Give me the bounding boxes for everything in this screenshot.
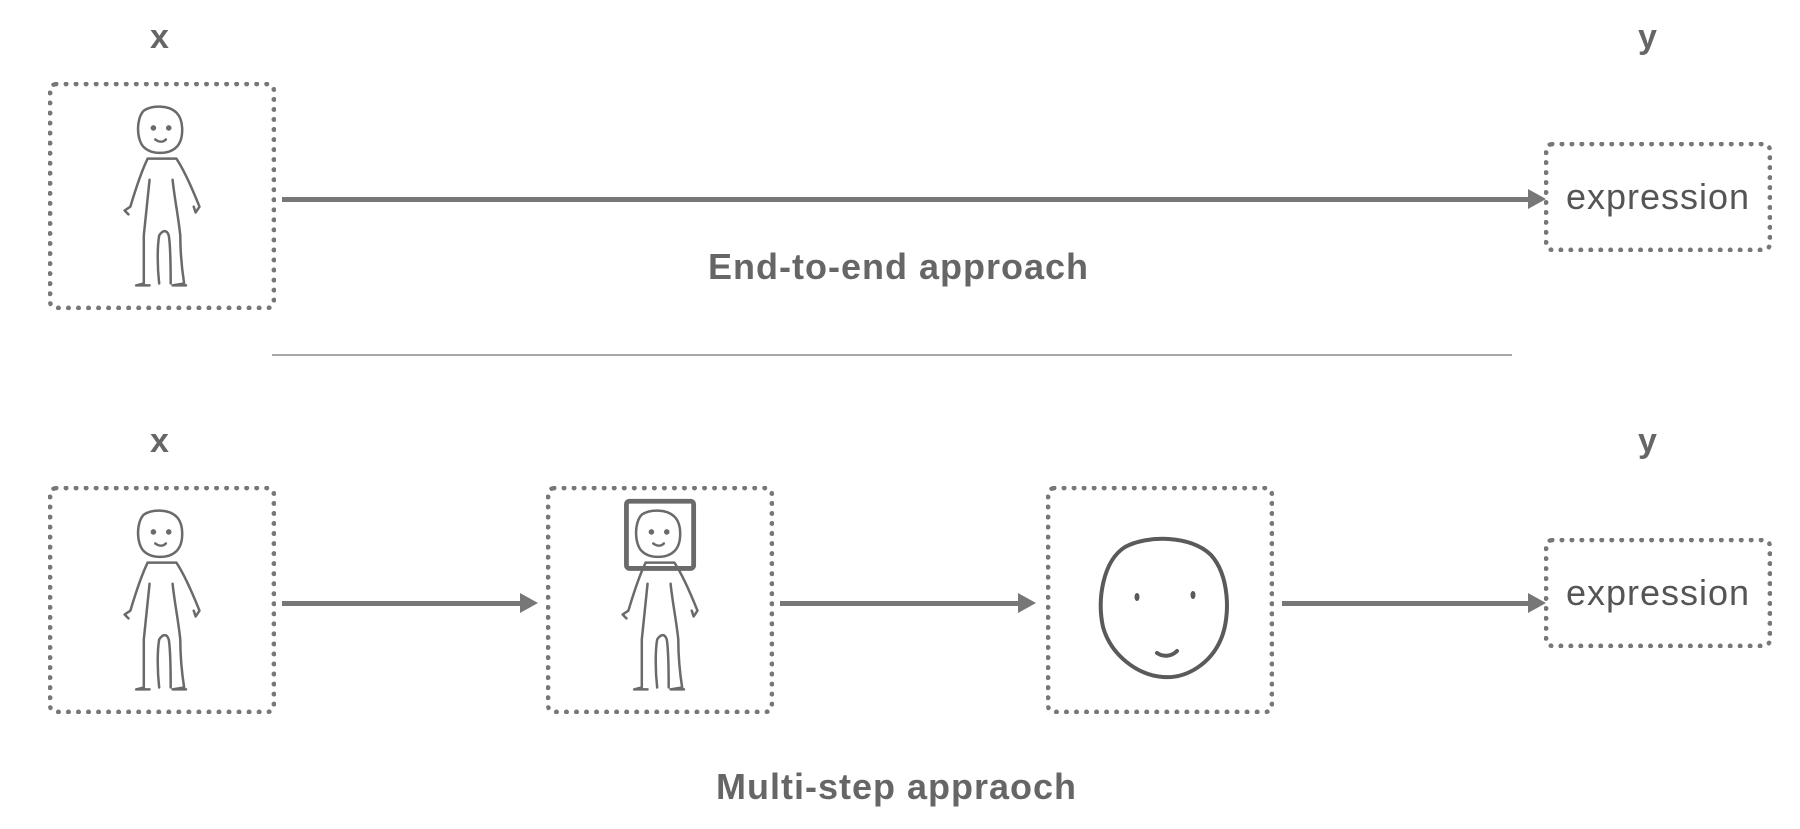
top-y-label: y — [1638, 18, 1657, 56]
top-arrow — [282, 189, 1546, 209]
bottom-output-box: expression — [1544, 538, 1772, 648]
cropped-face-box — [1046, 486, 1274, 714]
face-crop-icon — [621, 498, 699, 691]
stick-figure-icon — [123, 509, 201, 691]
bottom-output-label: expression — [1565, 572, 1751, 613]
step2-arrow — [780, 593, 1036, 613]
bottom-x-label: x — [150, 422, 169, 460]
stick-figure-icon — [123, 105, 201, 287]
step1-arrow — [282, 593, 538, 613]
top-output-label: expression — [1565, 176, 1751, 217]
section-divider — [272, 354, 1512, 356]
top-output-box: expression — [1544, 142, 1772, 252]
step3-arrow — [1282, 593, 1546, 613]
top-title: End-to-end approach — [708, 246, 1089, 287]
face-detection-box — [546, 486, 774, 714]
bottom-title: Multi-step appraoch — [716, 766, 1078, 807]
top-x-label: x — [150, 18, 169, 56]
bottom-input-box — [48, 486, 276, 714]
bottom-y-label: y — [1638, 422, 1657, 460]
face-icon — [1098, 536, 1229, 680]
top-input-box — [48, 82, 276, 310]
